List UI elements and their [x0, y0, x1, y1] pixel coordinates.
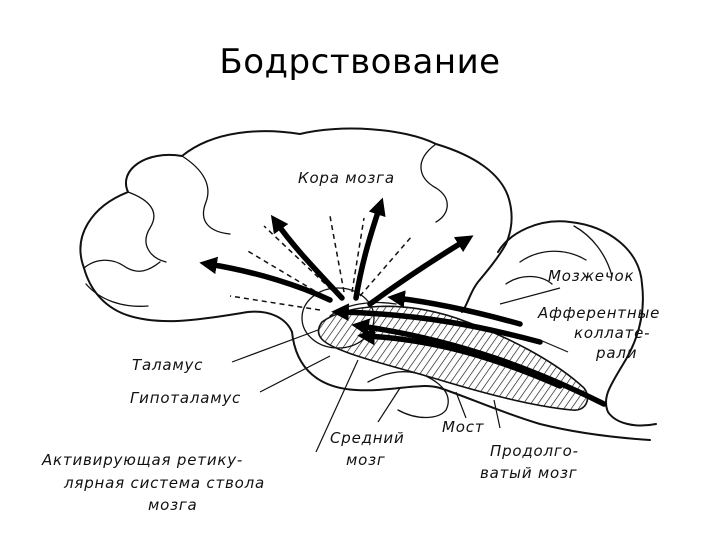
thalamus-leader: [231, 329, 319, 363]
label-reticular-1: Активирующая ретику-: [41, 451, 243, 469]
medulla-leader: [493, 399, 501, 429]
activation-arrow: [199, 256, 333, 303]
cerebellum-outline: [497, 220, 657, 427]
pons-bulge: [367, 371, 449, 419]
cortex-fold-1: [181, 155, 231, 235]
afferent-arrow: [357, 327, 563, 389]
cortex-fold-2: [127, 191, 167, 263]
label-afferent-2: коллате-: [574, 324, 650, 342]
afferent-leader: [539, 339, 569, 353]
label-afferent-3: рали: [595, 344, 637, 362]
label-thalamus: Таламус: [132, 356, 203, 374]
cortex-outline: [79, 127, 513, 313]
cerebellum-fold-2: [505, 275, 553, 285]
midbrain-leader: [377, 387, 401, 423]
activation-arrow: [367, 235, 474, 307]
radiation-line: [263, 225, 339, 297]
cerebellum-fold-3: [573, 225, 613, 277]
cortex-fold-3: [420, 143, 448, 223]
activation-arrow: [353, 197, 386, 301]
label-medulla-1: Продолго-: [490, 442, 579, 460]
label-midbrain-2: мозг: [346, 451, 386, 469]
label-reticular-2: лярная система ствола: [63, 474, 265, 492]
radiation-line: [359, 235, 413, 297]
label-medulla-2: ватый мозг: [480, 464, 577, 482]
brainstem-outline: [291, 331, 651, 441]
label-midbrain-1: Средний: [330, 429, 405, 447]
label-cerebellum: Мозжечок: [548, 267, 634, 285]
label-hypothalamus: Гипоталамус: [130, 389, 241, 407]
radiation-line: [245, 249, 331, 301]
hypothalamus-leader: [259, 355, 331, 393]
cerebellum-fold-1: [519, 250, 587, 263]
label-reticular-3: мозга: [148, 496, 198, 514]
cerebellum-leader: [499, 287, 561, 305]
radiation-line: [329, 215, 345, 293]
reticular-leader: [315, 359, 359, 453]
radiation-line: [351, 217, 365, 293]
afferent-arrow: [387, 290, 523, 327]
olfactory-lobe: [85, 283, 149, 307]
radiation-line: [229, 295, 321, 311]
label-afferent-1: Афферентные: [537, 304, 660, 322]
pons-leader: [455, 391, 467, 419]
afferent-arrow: [331, 303, 543, 345]
lower-brain-outline: [83, 267, 293, 333]
slide-title: Бодрствование: [219, 42, 501, 82]
label-cortex: Кора мозга: [298, 169, 395, 187]
cortex-fold-4: [83, 259, 161, 272]
activation-arrow: [270, 214, 345, 301]
label-pons: Мост: [442, 418, 485, 436]
